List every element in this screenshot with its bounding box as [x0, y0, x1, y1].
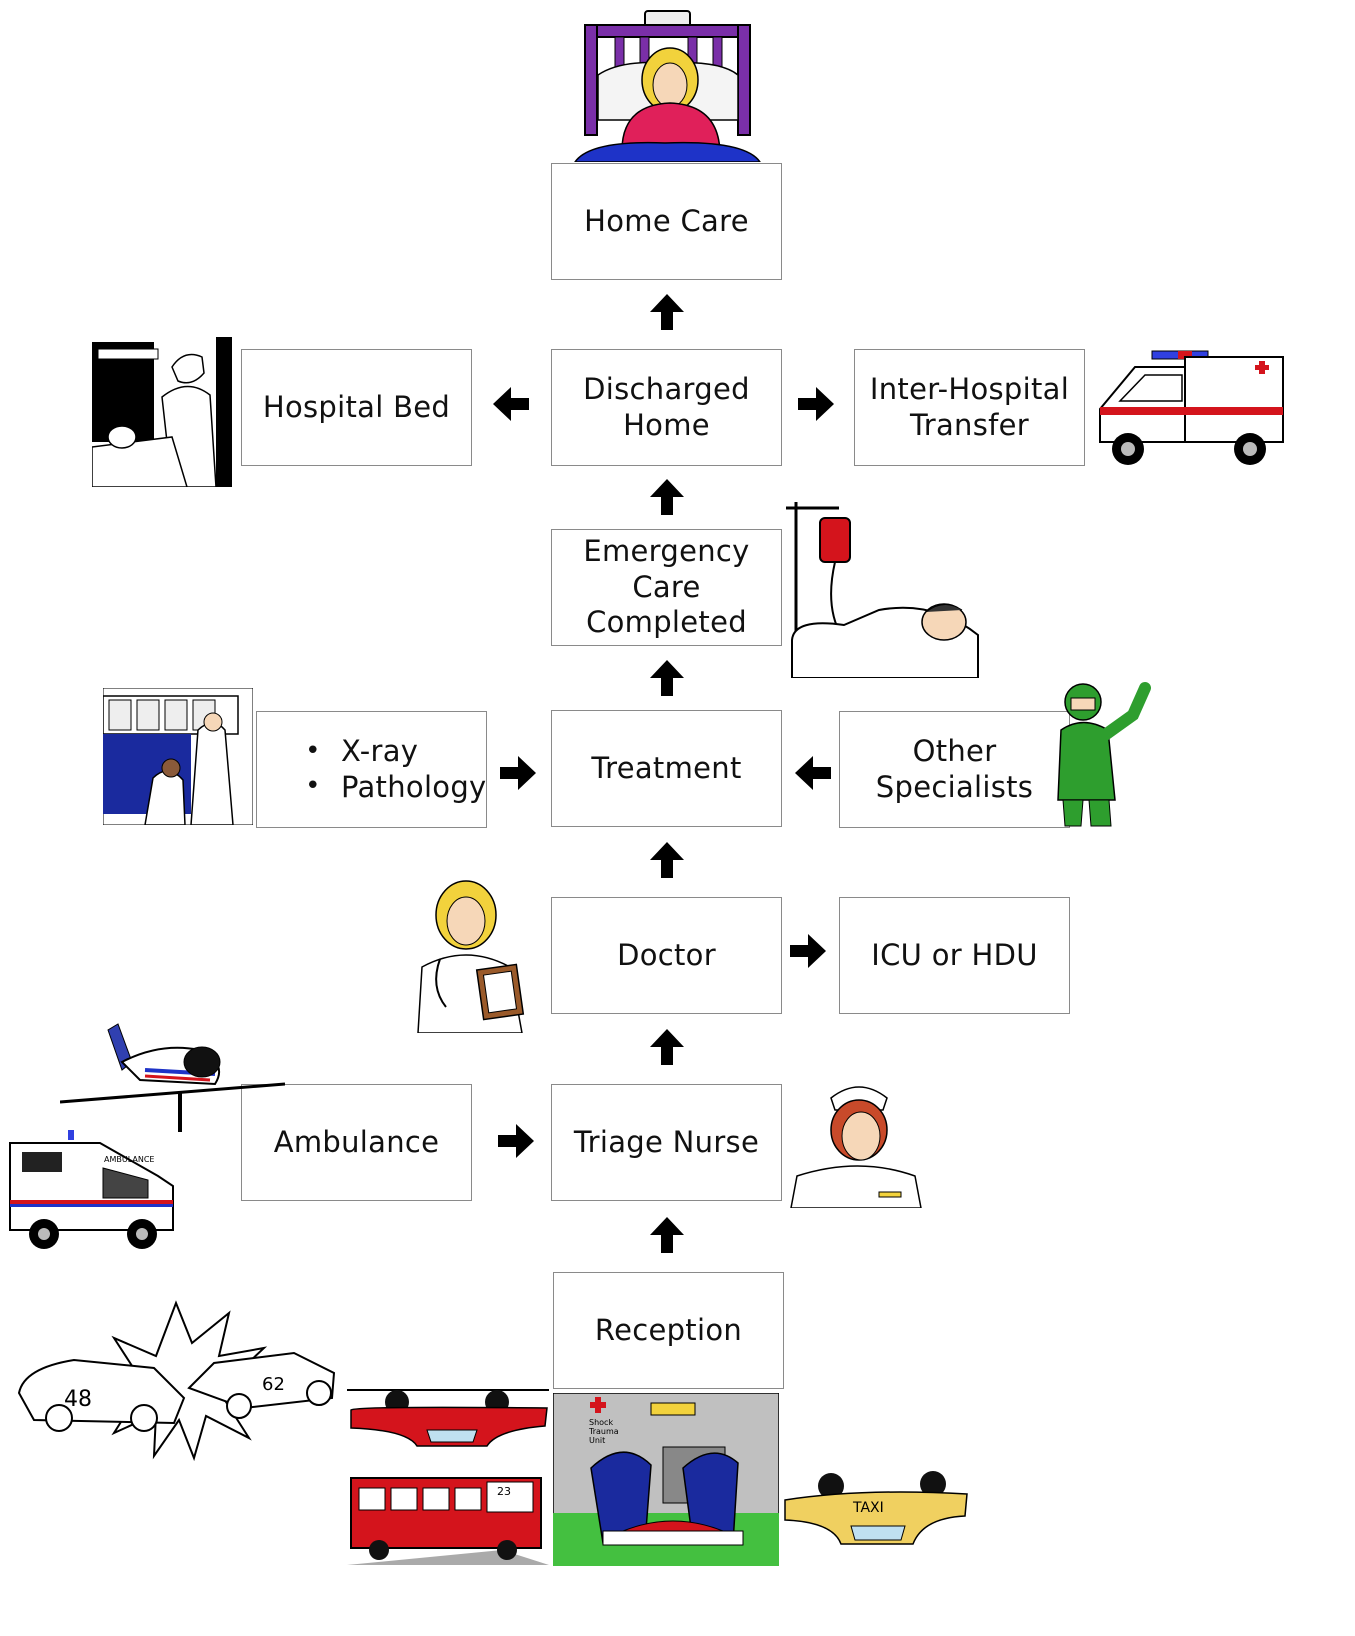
home-patient-in-bed-illustration: [574, 10, 761, 162]
investigation-item-pathology: • Pathology: [285, 770, 487, 805]
emergency-care-completed-box: Emergency Care Completed: [551, 529, 782, 646]
arrow-left-icon: [795, 756, 831, 790]
shock-unit-line-3: Unit: [589, 1436, 605, 1445]
discharged-home-line-2: Home: [623, 407, 710, 442]
triage-nurse-label: Triage Nurse: [573, 1124, 760, 1159]
overturned-red-car-illustration: [347, 1389, 549, 1447]
icu-hdu-label: ICU or HDU: [871, 937, 1038, 972]
arrow-right-icon: [500, 756, 536, 790]
car-62-number: 62: [262, 1374, 285, 1395]
car-crash-illustration: 48 62: [17, 1300, 336, 1462]
discharged-home-box: Discharged Home: [551, 349, 782, 466]
emergency-care-line-2: Care: [632, 569, 701, 604]
arrow-up-icon: [650, 479, 684, 515]
inter-hospital-transfer-line-1: Inter-Hospital: [869, 372, 1070, 407]
hospital-bed-box: Hospital Bed: [241, 349, 472, 466]
emergency-care-line-3: Completed: [586, 605, 747, 640]
discharged-home-line-1: Discharged: [583, 372, 750, 407]
hospital-bed-nurse-illustration: [92, 337, 234, 487]
inter-hospital-transfer-line-2: Transfer: [909, 407, 1029, 442]
arrow-right-icon: [790, 934, 826, 968]
bullet-glyph: •: [305, 735, 321, 766]
transfer-ambulance-illustration: [1099, 350, 1284, 465]
other-specialists-line-1: Other: [912, 734, 997, 769]
red-bus-illustration: 23: [347, 1477, 549, 1565]
other-specialists-line-2: Specialists: [875, 769, 1034, 804]
car-48-number: 48: [64, 1387, 92, 1412]
ambulance-van-illustration: AMBULANCE: [9, 1130, 174, 1249]
other-specialists-box: Other Specialists: [839, 711, 1070, 828]
taxi-text: TAXI: [852, 1500, 884, 1516]
arrow-right-icon: [498, 1124, 534, 1158]
ambulance-box: Ambulance: [241, 1084, 472, 1201]
triage-nurse-box: Triage Nurse: [551, 1084, 782, 1201]
reception-label: Reception: [594, 1312, 743, 1347]
reception-box: Reception: [553, 1272, 784, 1389]
shock-trauma-unit-illustration: Shock Trauma Unit: [553, 1393, 779, 1566]
arrow-up-icon: [650, 1029, 684, 1065]
helicopter-illustration: [60, 1023, 285, 1132]
hospital-bed-label: Hospital Bed: [262, 389, 451, 424]
arrow-up-icon: [650, 660, 684, 696]
bus-route-number: 23: [497, 1485, 511, 1498]
ambulance-label: Ambulance: [273, 1124, 440, 1159]
investigation-item-xray-label: X-ray: [341, 734, 419, 769]
inter-hospital-transfer-box: Inter-Hospital Transfer: [854, 349, 1085, 466]
ambulance-van-text: AMBULANCE: [104, 1155, 154, 1164]
treatment-box: Treatment: [551, 710, 782, 827]
icu-hdu-box: ICU or HDU: [839, 897, 1070, 1014]
doctor-box: Doctor: [551, 897, 782, 1014]
shock-unit-line-1: Shock: [589, 1418, 613, 1427]
arrow-left-icon: [493, 387, 529, 421]
investigation-item-pathology-label: Pathology: [341, 769, 487, 804]
bullet-glyph: •: [305, 771, 321, 802]
iv-drip-patient-illustration: [786, 502, 979, 678]
shock-unit-line-2: Trauma: [588, 1427, 619, 1436]
overturned-taxi-illustration: TAXI: [784, 1471, 968, 1545]
investigation-item-xray: • X-ray: [285, 734, 418, 769]
arrow-up-icon: [650, 842, 684, 878]
doctor-illustration: [417, 880, 525, 1033]
arrow-right-icon: [798, 387, 834, 421]
treatment-label: Treatment: [591, 750, 742, 785]
triage-nurse-illustration: [790, 1086, 922, 1208]
investigations-box: • X-ray • Pathology: [256, 711, 487, 828]
emergency-care-line-1: Emergency: [583, 534, 750, 569]
doctor-label: Doctor: [617, 937, 716, 972]
surgeon-specialist-illustration: [1057, 682, 1151, 827]
home-care-label: Home Care: [584, 203, 749, 238]
arrow-up-icon: [650, 1217, 684, 1253]
home-care-box: Home Care: [551, 163, 782, 280]
arrow-up-icon: [650, 294, 684, 330]
xray-room-illustration: [103, 688, 253, 825]
